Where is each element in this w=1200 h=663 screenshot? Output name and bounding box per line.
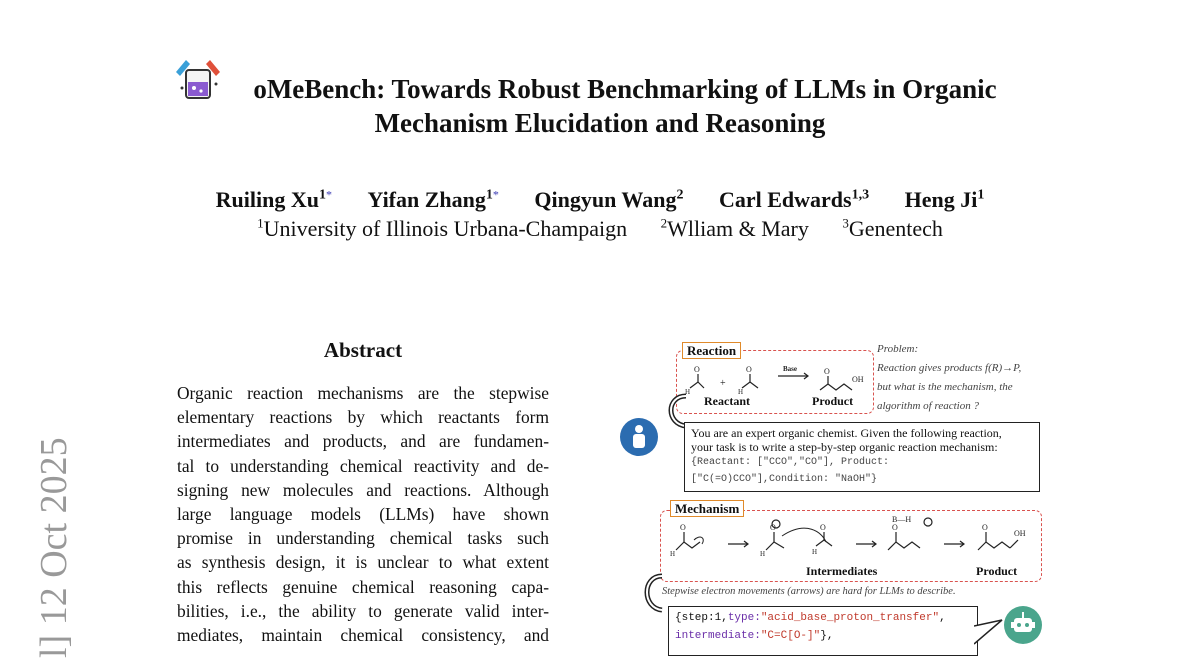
title-line-1: oMeBench: Towards Robust Benchmarking of… [253,74,997,104]
svg-text:O: O [770,523,776,532]
mechanism-box [660,510,1042,582]
abstract-line: large language models (LLMs) have shown [177,504,549,525]
prompt-line: You are an expert organic chemist. Given… [691,426,1002,440]
affiliation: 1University of Illinois Urbana-Champaign [257,216,628,242]
mechanism-output-code: {step:1,type:"acid_base_proton_transfer"… [668,606,978,656]
reaction-scheme: + Base O O O OH H H [685,365,864,396]
problem-note: Problem: Reaction gives products f(R)→P,… [877,343,1022,412]
author: Ruiling Xu1* [215,187,332,212]
electron-movement-note: Stepwise electron movements (arrows) are… [662,586,956,597]
svg-text:H: H [670,550,675,558]
abstract-line: tal to understanding chemical reactivity… [177,455,549,476]
author-list: Ruiling Xu1* Yifan Zhang1* Qingyun Wang2… [0,187,1200,213]
flow-arrow-icon [668,393,687,429]
arxiv-stamp-text: l] 12 Oct 2025 [33,437,75,658]
svg-text:OH: OH [852,375,864,384]
robot-avatar-icon [1004,606,1042,644]
svg-text:B—H: B—H [892,515,911,524]
author: Carl Edwards1,3 [718,187,870,212]
affiliation: 2Wlliam & Mary [660,216,809,242]
code-line: {step:1,type:"acid_base_proton_transfer"… [675,612,946,624]
abstract-body: Organic reaction mechanisms are the step… [177,381,549,647]
svg-text:O: O [982,523,988,532]
abstract-line: promise in understanding chemical tasks … [177,528,549,549]
code-line: intermediate:"C=C[O-]"}, [675,630,834,642]
abstract-line: signing new molecules and reactions. Alt… [177,479,549,500]
figure-1: Reaction + Base O O O OH H H Reactant Pr… [610,336,1060,656]
abstract-line: mediates, maintain chemical consistency,… [177,625,549,646]
svg-text:O: O [680,523,686,532]
title-line-2: Mechanism Elucidation and Reasoning [374,108,826,138]
reaction-box [676,350,874,414]
speech-pointer [974,619,1003,645]
author: Heng Ji1 [904,187,985,212]
svg-text:O: O [824,367,830,376]
abstract-line: intermediates and products, and are fund… [177,431,549,452]
benchmark-logo-icon [172,54,224,104]
svg-text:O: O [820,523,826,532]
svg-text:H: H [812,548,817,556]
affiliation: 3Genentech [842,216,943,242]
svg-text:+: + [720,378,726,389]
abstract-line: this reflects genuine chemical reasoning… [177,576,549,597]
abstract-line: elementary reactions by which reactants … [177,407,549,428]
prompt-code-line: {Reactant: ["CCO","CO"], Product: [691,457,890,468]
mechanism-scheme: O O O O B—H O OH H H H [670,515,1026,558]
abstract-heading: Abstract [323,338,403,362]
product-label: Product [812,394,854,408]
product-label-2: Product [976,564,1018,578]
arxiv-stamp: l] 12 Oct 2025 [22,398,82,658]
prompt-line: your task is to write a step-by-step org… [691,440,998,454]
abstract-line: bilities, i.e., the ability to generate … [177,600,549,621]
paper-title: oMeBench: Towards Robust Benchmarking of… [0,72,1200,140]
prompt-box: You are an expert organic chemist. Given… [684,422,1040,492]
flow-arrow-icon [644,573,663,613]
svg-text:OH: OH [1014,529,1026,538]
base-label: Base [783,365,797,373]
svg-text:O: O [694,365,700,374]
svg-text:H: H [760,550,765,558]
svg-text:O: O [746,365,752,374]
affiliation-list: 1University of Illinois Urbana-Champaign… [0,216,1200,242]
prompt-code-line: ["C(=O)CCO"],Condition: "NaOH"} [691,474,878,485]
author: Qingyun Wang2 [534,187,684,212]
abstract-line: as synthesis design, it is unclear to wh… [177,552,549,573]
mechanism-label: Mechanism [670,500,745,517]
user-avatar-icon [620,418,658,456]
abstract-line: Organic reaction mechanisms are the step… [177,383,549,403]
svg-text:O: O [892,523,898,532]
intermediates-label: Intermediates [806,564,878,578]
svg-text:H: H [685,388,690,396]
svg-text:H: H [738,388,743,396]
reaction-label: Reaction [682,342,742,359]
author: Yifan Zhang1* [367,187,499,212]
reactant-label: Reactant [704,394,750,408]
